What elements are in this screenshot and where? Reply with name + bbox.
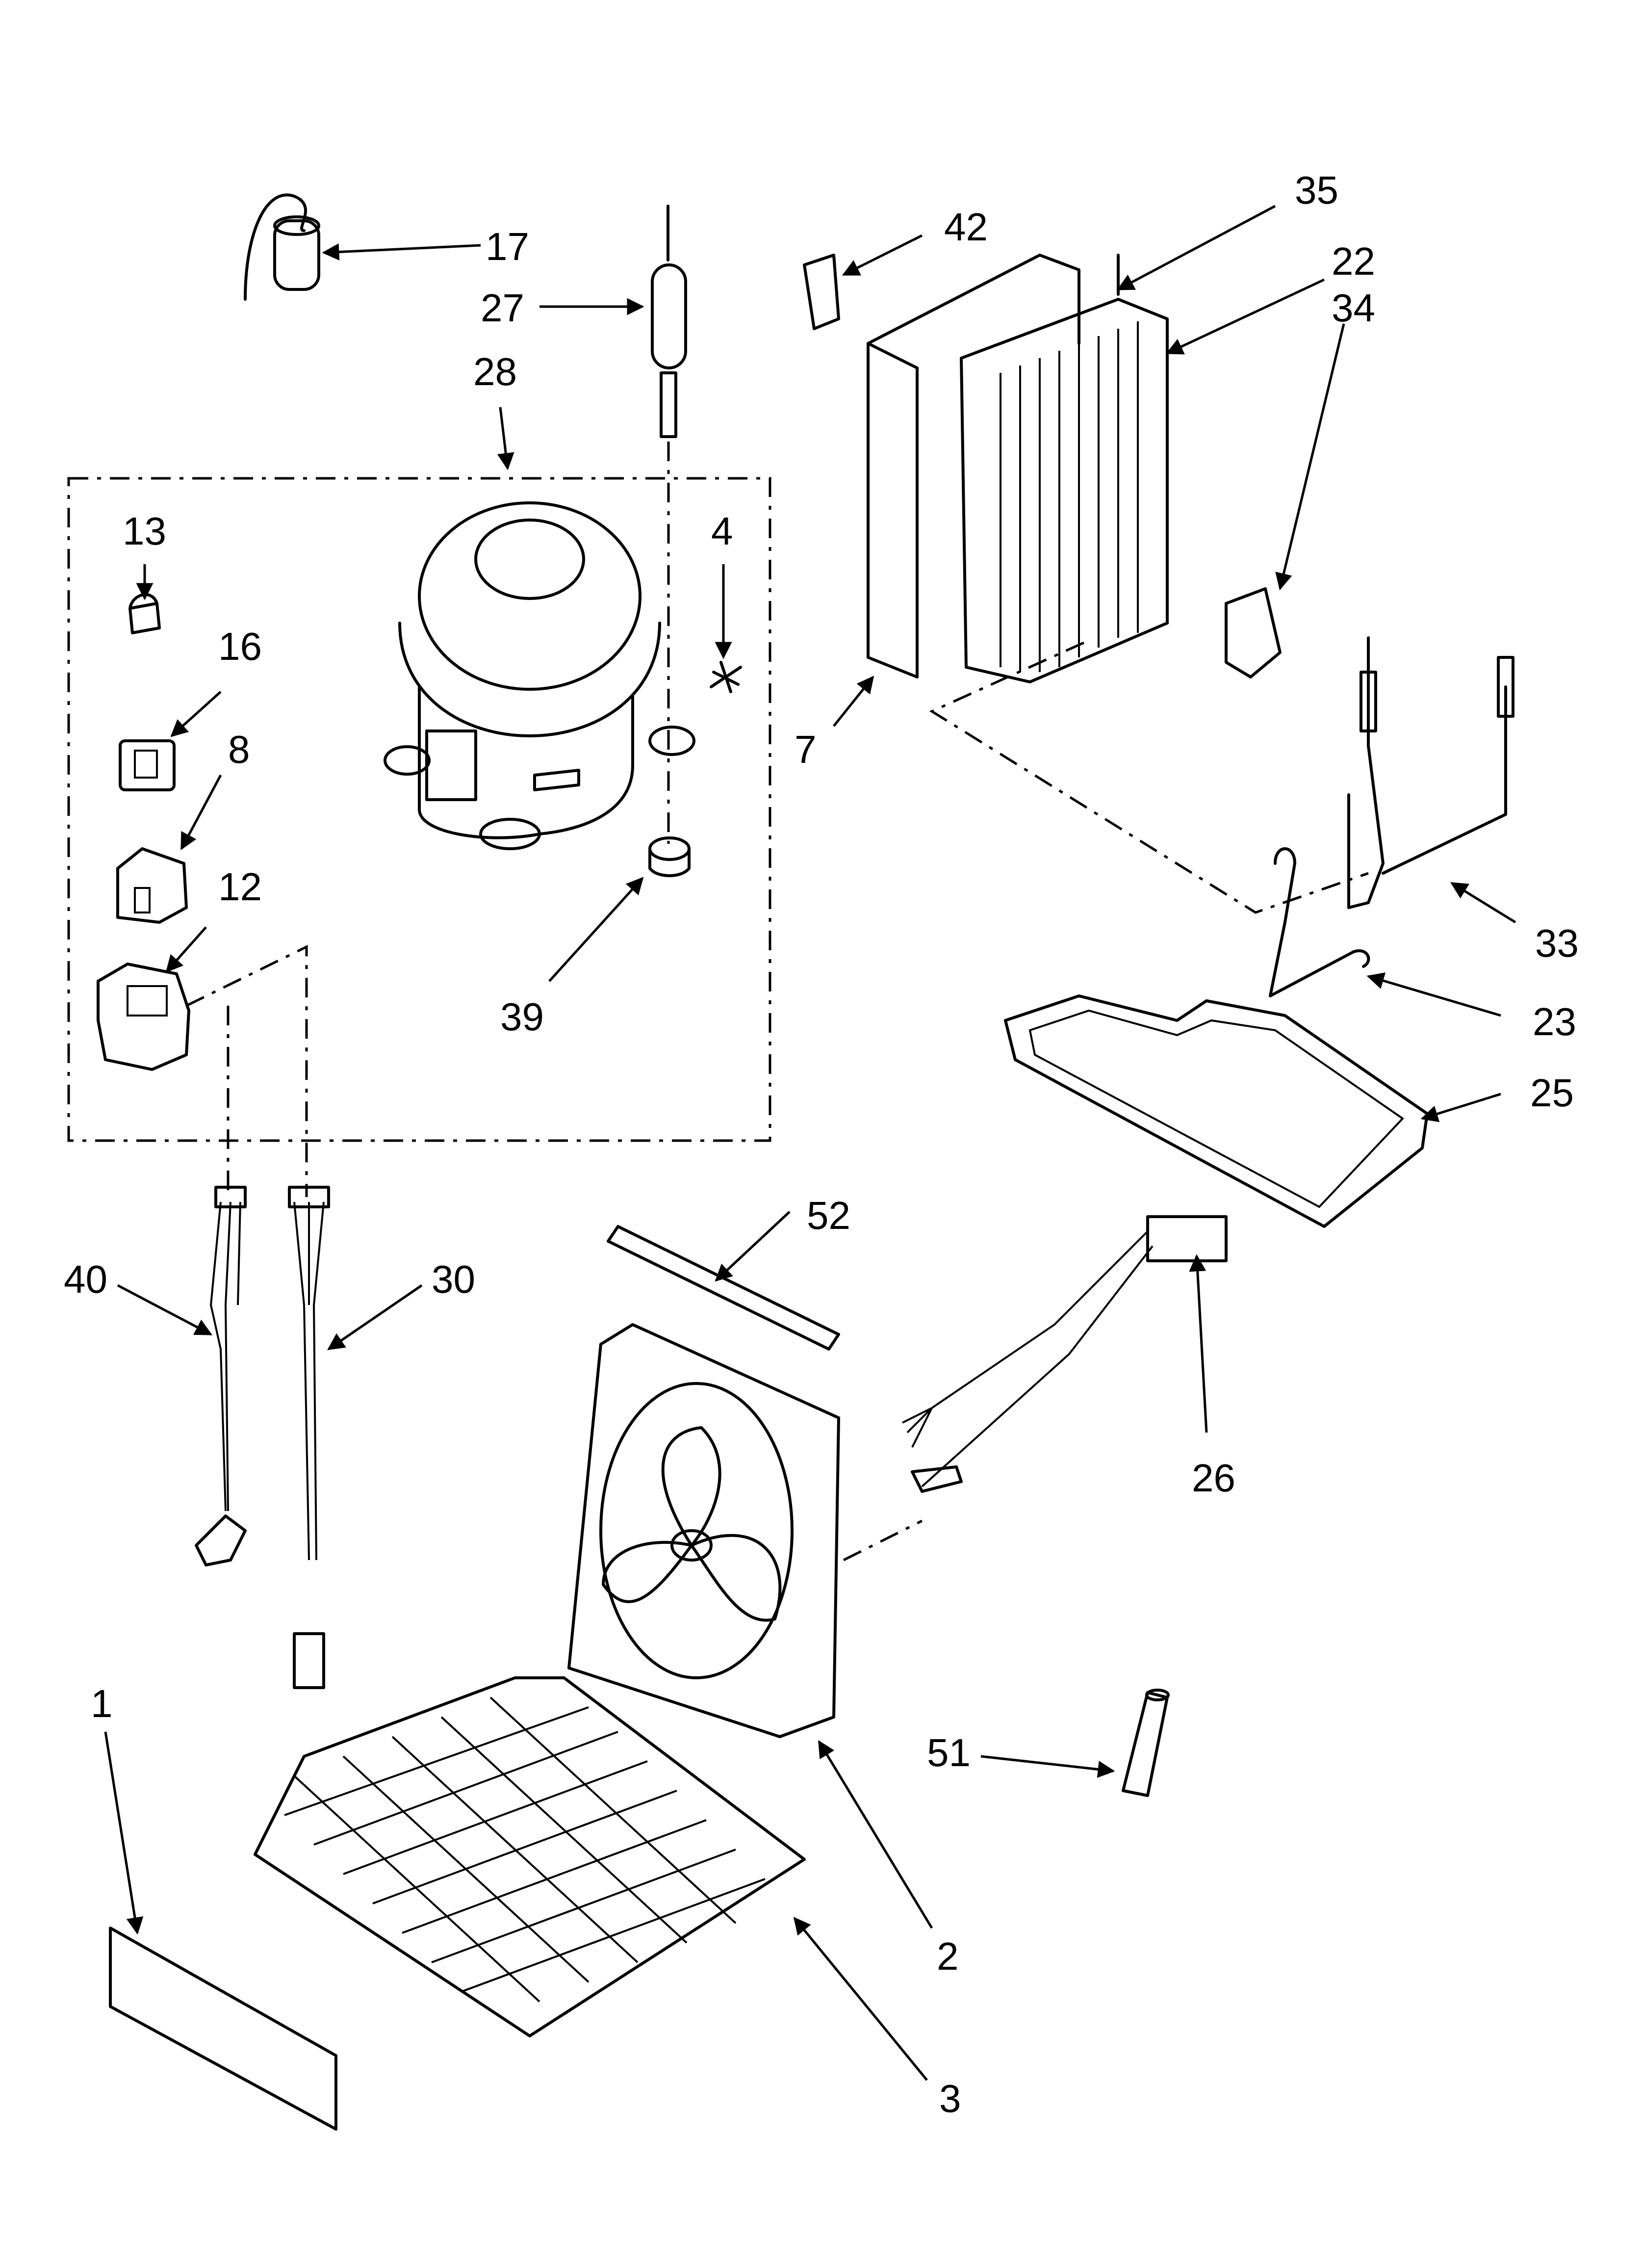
hose-icon [1122,1689,1170,1797]
grommet-icon [648,836,691,877]
callout-42: 42 [944,205,988,249]
relay-clip-icon [128,593,161,634]
evaporator-coil-icon [960,254,1169,683]
drain-tube-icon [1269,847,1370,997]
relay-cover-icon [116,847,188,924]
callout-35: 35 [1295,168,1338,212]
callout-8: 8 [228,728,250,771]
callout-16: 16 [218,625,262,668]
compressor-icon [384,501,695,850]
callout-30: 30 [432,1257,475,1301]
callout-39: 39 [500,995,544,1039]
overload-protector-icon [119,739,176,791]
callout-22: 22 [1332,239,1375,283]
suction-tube-icon [1347,636,1514,909]
evaporator-bracket-icon [1225,587,1282,678]
callout-33: 33 [1535,921,1579,965]
label-sheet-icon [109,1927,337,2131]
callout-51: 51 [927,1731,971,1774]
callout-34: 34 [1332,286,1375,330]
callout-1: 1 [91,1682,113,1725]
callout-4: 4 [711,509,733,553]
callout-13: 13 [123,509,166,553]
callout-12: 12 [218,865,262,909]
evaporator-shroud-icon [867,254,1080,678]
condenser-coil-icon [254,1676,806,2037]
clip-icon [710,661,742,693]
callout-17: 17 [486,225,529,268]
callout-26: 26 [1192,1456,1235,1500]
callout-25: 25 [1530,1071,1574,1115]
capacitor-icon [244,193,320,301]
compressor-assembly-boundary [67,477,771,1142]
callout-27: 27 [481,286,524,330]
start-relay-icon [97,963,190,1071]
gasket-strip-icon [607,1225,840,1351]
callout-23: 23 [1533,1000,1576,1043]
fan-harness-icon [902,1215,1228,1493]
condenser-fan-icon [567,1323,840,1738]
callout-3: 3 [939,2077,961,2120]
evaporator-clip-icon [803,254,840,330]
callout-2: 2 [937,1934,959,1978]
callout-52: 52 [807,1194,850,1237]
power-cord-icon [195,1186,247,1566]
callout-7: 7 [795,728,817,771]
wiring-harness-icon [288,1186,330,1689]
filter-drier-icon [651,205,687,844]
callout-40: 40 [64,1257,107,1301]
drain-pan-icon [1004,994,1429,1228]
callout-28: 28 [473,350,517,393]
